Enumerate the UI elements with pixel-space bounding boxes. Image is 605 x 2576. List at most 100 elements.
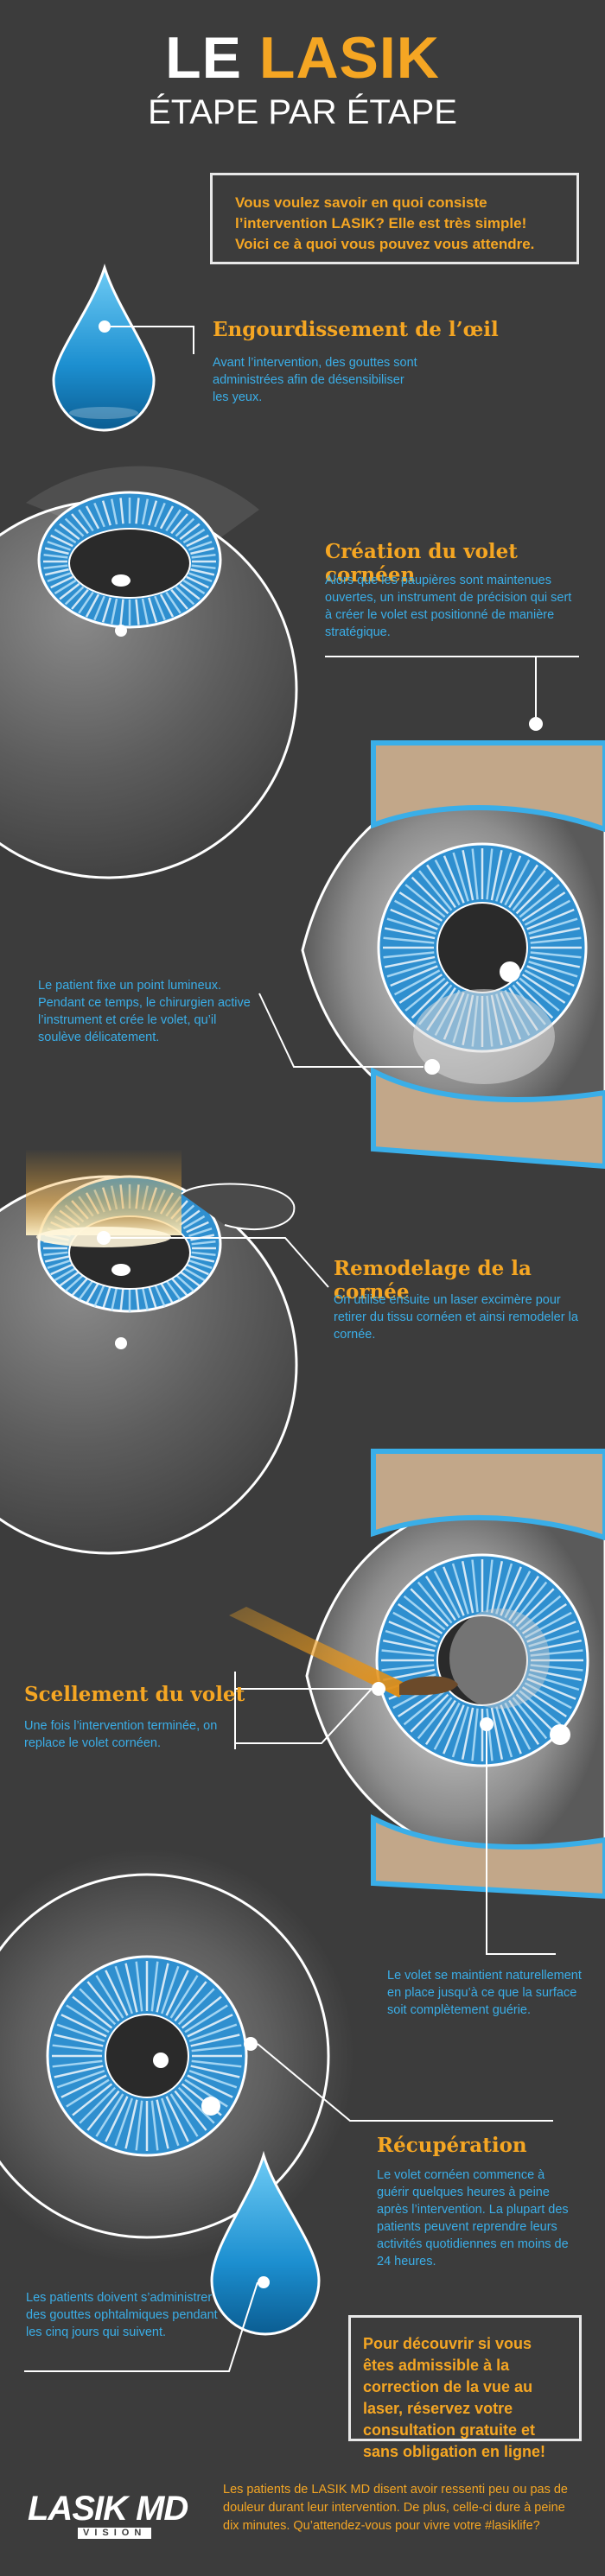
flap-sealing-illustration bbox=[229, 1449, 605, 1955]
iris-stripe bbox=[47, 540, 71, 551]
iris-stripe bbox=[71, 588, 89, 610]
step-5-text: Le volet cornéen commence à guérir quelq… bbox=[377, 2168, 569, 2268]
iris-stripe bbox=[56, 2069, 105, 2089]
iris-stripe bbox=[392, 1611, 441, 1639]
iris-stripe bbox=[177, 1988, 215, 2026]
iris-stripe bbox=[184, 2004, 228, 2034]
iris-stripe bbox=[64, 517, 85, 537]
iris-stripe bbox=[135, 2100, 143, 2151]
iris-stripe bbox=[524, 1682, 572, 1710]
iris-stripe bbox=[186, 575, 209, 589]
iris-stripe bbox=[433, 1702, 461, 1750]
iris-stripe bbox=[43, 564, 68, 569]
iris-stripe bbox=[187, 2074, 233, 2098]
iris-stripe bbox=[191, 1240, 216, 1246]
iris-stripe bbox=[50, 575, 73, 589]
iris-stripe bbox=[398, 1602, 443, 1634]
iris-stripe bbox=[156, 2099, 169, 2149]
iris-stripe bbox=[179, 1271, 201, 1287]
iris-stripe bbox=[47, 572, 71, 583]
iris-stripe bbox=[119, 599, 124, 625]
iris-stripe bbox=[59, 523, 80, 541]
iris-stripe bbox=[64, 586, 85, 606]
iris-stripe bbox=[182, 1266, 206, 1282]
iris-stripe bbox=[110, 1286, 118, 1311]
iris-stripe bbox=[54, 1266, 77, 1282]
iris-stripe bbox=[521, 1602, 567, 1634]
iris-stripe bbox=[451, 1706, 469, 1758]
iris-stripe bbox=[78, 591, 94, 614]
iris-stripe bbox=[462, 849, 474, 901]
iris-stripe bbox=[64, 1273, 85, 1292]
iris-stripe bbox=[181, 1995, 222, 2029]
iris-stripe bbox=[169, 2093, 199, 2137]
iris-stripe bbox=[44, 568, 69, 576]
iris-stripe bbox=[114, 2097, 134, 2147]
iris-stripe bbox=[86, 2090, 120, 2131]
iris-stripe bbox=[110, 598, 118, 625]
intro-box: Vous voulez savoir en quoi consiste l’in… bbox=[210, 173, 579, 264]
iris-stripe bbox=[182, 579, 206, 595]
iris-stripe bbox=[95, 1975, 124, 2019]
iris-stripe bbox=[504, 1570, 532, 1619]
iris-stripe bbox=[188, 2023, 238, 2043]
iris-stripe bbox=[56, 2023, 105, 2043]
iris-stripe bbox=[54, 2065, 104, 2078]
iris-stripe bbox=[54, 2034, 104, 2047]
iris-stripe bbox=[85, 593, 100, 618]
iris-stripe bbox=[403, 1595, 446, 1631]
iris-stripe bbox=[105, 2096, 129, 2142]
step-5-text-2: Les patients doivent s’administrer des g… bbox=[26, 2291, 218, 2339]
iris-stripe bbox=[486, 1559, 494, 1613]
iris-stripe bbox=[188, 572, 213, 583]
iris-stripe bbox=[72, 1995, 113, 2029]
iris-stripe bbox=[519, 884, 560, 918]
iris-stripe bbox=[529, 1639, 582, 1653]
iris-stripe bbox=[86, 1981, 120, 2022]
title-part-2: LASIK bbox=[258, 25, 440, 91]
iris-stripe bbox=[528, 1673, 580, 1691]
iris-stripe bbox=[433, 1570, 461, 1619]
iris-stripe bbox=[165, 509, 182, 532]
iris-stripe bbox=[529, 955, 581, 968]
iris-stripe bbox=[404, 977, 446, 1012]
iris-stripe bbox=[150, 1961, 159, 2012]
iris-stripe bbox=[186, 1263, 209, 1276]
iris-stripe bbox=[504, 1702, 532, 1750]
iris-stripe bbox=[530, 951, 582, 959]
iris-stripe bbox=[386, 961, 436, 978]
iris-stripe bbox=[528, 917, 578, 935]
iris-stripe bbox=[179, 523, 201, 541]
iris-stripe bbox=[43, 1251, 68, 1256]
iris-stripe bbox=[191, 1251, 216, 1256]
iris-stripe bbox=[526, 1621, 576, 1643]
iris-stripe bbox=[529, 1668, 582, 1682]
iris-stripe bbox=[101, 1285, 111, 1310]
eyeball-illustration bbox=[0, 466, 298, 879]
step-3-text: On utilise ensuite un laser excimère pou… bbox=[334, 1293, 578, 1342]
iris-stripe bbox=[124, 1963, 138, 2013]
iris-stripe bbox=[71, 513, 89, 535]
iris-stripe bbox=[175, 1273, 195, 1292]
iris-stripe bbox=[72, 2083, 113, 2116]
iris-stripe bbox=[526, 908, 575, 930]
iris-stripe bbox=[141, 598, 150, 625]
eye-drop-icon bbox=[24, 2150, 321, 2372]
iris-stripe bbox=[160, 2097, 180, 2147]
eye-drop-icon bbox=[52, 263, 194, 432]
iris-stripe bbox=[44, 1255, 69, 1263]
iris-stripe bbox=[175, 517, 195, 537]
iris-stripe bbox=[526, 1678, 576, 1700]
iris-stripe bbox=[190, 568, 215, 576]
iris-stripe bbox=[47, 1259, 71, 1270]
iris-stripe bbox=[93, 502, 105, 528]
iris-stripe bbox=[179, 582, 201, 600]
step-2-text-2: Le patient fixe un point lumineux. Penda… bbox=[38, 979, 251, 1044]
iris-stripe bbox=[187, 2014, 233, 2038]
iris-stripe bbox=[101, 597, 111, 623]
step-1-heading: Engourdissement de l’œil bbox=[213, 318, 499, 341]
iris-stripe bbox=[512, 870, 546, 911]
iris-stripe bbox=[426, 864, 456, 909]
iris-stripe bbox=[119, 498, 124, 524]
iris-stripe bbox=[165, 591, 182, 614]
